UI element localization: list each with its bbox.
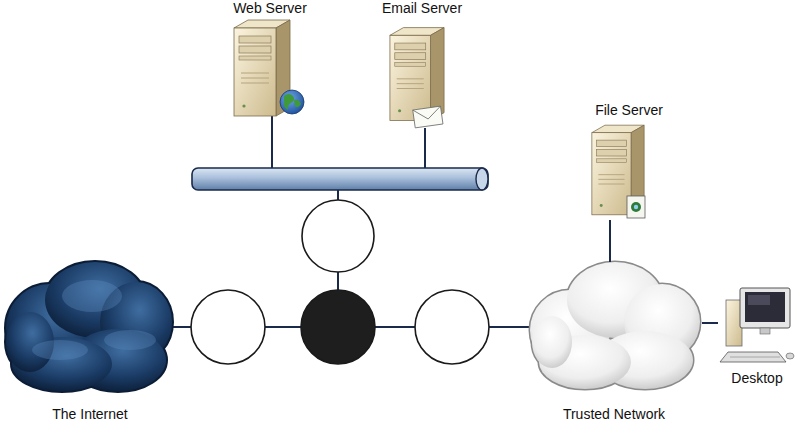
file-server-icon: [592, 125, 645, 218]
web-server-icon: [234, 20, 304, 116]
network-node: Trusted Network: [526, 262, 702, 424]
node-label: Email Server: [372, 0, 472, 16]
node-label: Desktop: [718, 370, 796, 386]
network-node: Email Server: [372, 0, 472, 130]
node-label: Web Server: [225, 0, 315, 16]
network-node: The Internet: [2, 258, 178, 424]
network-node: File Server: [584, 102, 674, 220]
node-label: The Internet: [2, 406, 178, 422]
firewall-circles: [191, 200, 489, 364]
node-label: File Server: [584, 102, 674, 118]
network-link: [702, 322, 718, 324]
email-server-icon: [390, 28, 444, 128]
desktop-icon: [720, 288, 794, 362]
node-label: Trusted Network: [526, 406, 702, 422]
network-bus: [192, 168, 488, 190]
network-node: Desktop: [718, 284, 796, 390]
internet-cloud: [6, 262, 172, 391]
network-link: [609, 220, 611, 262]
trusted-cloud: [530, 262, 700, 389]
network-node: Web Server: [225, 0, 315, 118]
